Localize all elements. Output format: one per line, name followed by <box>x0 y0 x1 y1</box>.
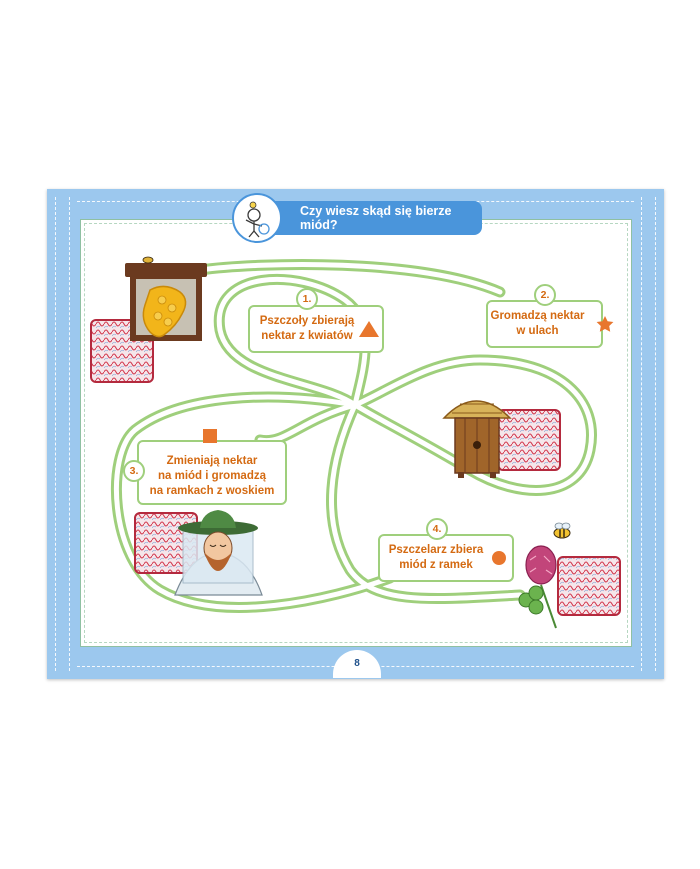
step-box-2: Gromadzą nektar w ulach <box>486 300 603 348</box>
step-box-4: Pszczelarz zbiera miód z ramek <box>378 534 514 582</box>
step-2-line-1: Gromadzą nektar <box>490 310 585 322</box>
step-4-number: 4. <box>426 518 448 540</box>
step-1-number: 1. <box>296 288 318 310</box>
sticker-4 <box>557 556 621 616</box>
step-box-1: Pszczoły zbierają nektar z kwiatów <box>248 305 384 353</box>
step-2-number: 2. <box>534 284 556 306</box>
step-3-line-3: na ramkach z woskiem <box>149 485 275 497</box>
step-2-line-2: w ulach <box>516 325 559 337</box>
step-box-3: Zmieniają nektar na miód i gromadzą na r… <box>137 440 287 505</box>
lightbulb-mascot-icon <box>232 193 282 243</box>
step-3-line-2: na miód i gromadzą <box>158 470 266 482</box>
step-4-line-1: Pszczelarz zbiera <box>388 544 484 556</box>
page-title: Czy wiesz skąd się bierze miód? <box>262 201 482 235</box>
step-3-line-1: Zmieniają nektar <box>166 455 258 467</box>
step-1-line-1: Pszczoły zbierają <box>259 315 355 327</box>
step-4-line-2: miód z ramek <box>399 559 473 571</box>
step-3-number: 3. <box>123 460 145 482</box>
step-1-line-2: nektar z kwiatów <box>261 330 353 342</box>
